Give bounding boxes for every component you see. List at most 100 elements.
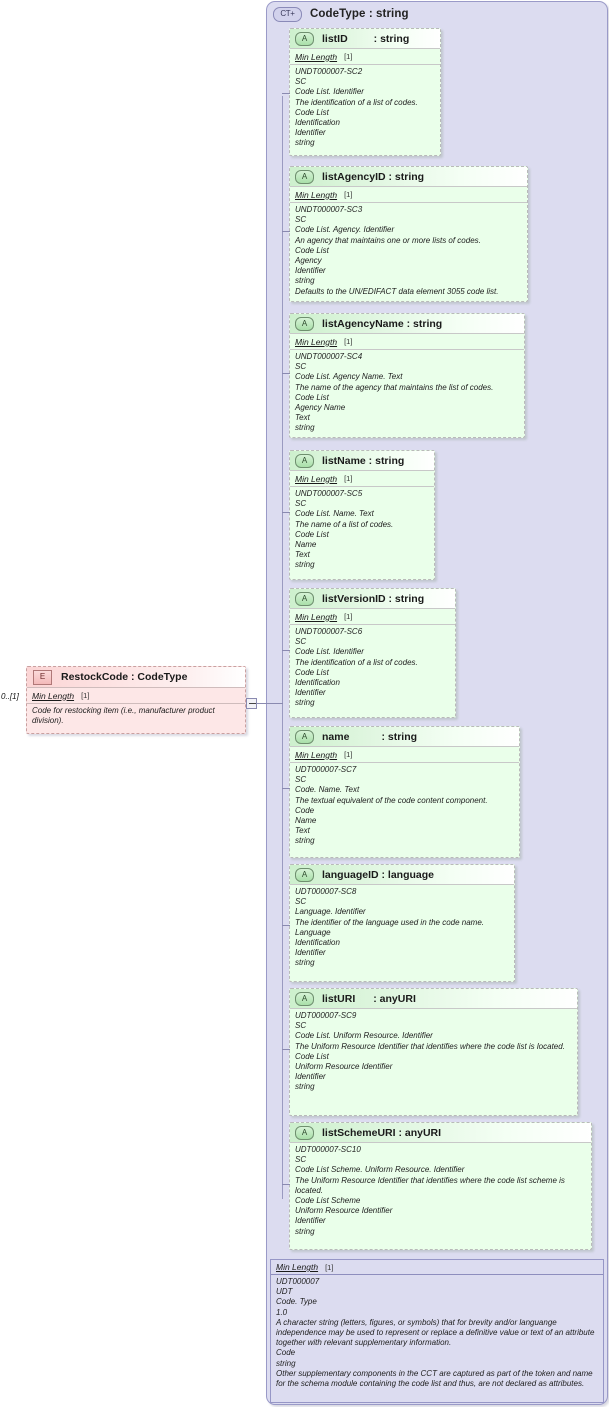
tree-branch-line	[282, 925, 290, 926]
doc-line: Identification	[295, 678, 340, 688]
doc-line: Language. Identifier	[295, 907, 366, 917]
doc-line: Code List. Name. Text	[295, 509, 374, 519]
doc-line: UDT000007-SC7	[295, 765, 357, 774]
doc-line: Code	[276, 1348, 296, 1358]
attribute-name: listID: string	[322, 33, 409, 45]
doc-line: Identifier	[295, 266, 326, 276]
facet-value: [1]	[344, 337, 353, 346]
facet-name: Min Length	[32, 690, 75, 701]
facet-value: [1]	[344, 612, 353, 621]
element-documentation: Code for restocking item (i.e., manufact…	[32, 706, 215, 726]
tree-branch-line	[282, 512, 290, 513]
element-header: E RestockCode : CodeType	[27, 667, 245, 688]
doc-line: string	[295, 276, 315, 286]
tree-branch-line	[282, 1184, 290, 1185]
doc-line: Code	[295, 805, 315, 815]
attribute-name-text: listURI	[322, 992, 356, 1005]
doc-line: The Uniform Resource Identifier that ide…	[295, 1041, 565, 1051]
attribute-facet: Min Length [1]	[290, 187, 527, 203]
facet-name: Min Length	[295, 749, 338, 760]
facet-value: [1]	[325, 1262, 334, 1272]
doc-line: Agency	[295, 256, 322, 266]
complextype-facet: Min Length [1]	[271, 1260, 603, 1275]
attribute-documentation: UDT000007-SC9 SC Code List. Uniform Reso…	[290, 1009, 577, 1096]
attribute-documentation: UDT000007-SC10 SC Code List Scheme. Unif…	[290, 1143, 591, 1240]
element-box-restockcode: E RestockCode : CodeType Min Length [1] …	[26, 666, 246, 734]
attribute-name: listName : string	[322, 454, 405, 467]
tree-branch-line	[282, 1049, 290, 1050]
attribute-icon: A	[295, 591, 314, 606]
doc-line: SC	[295, 1155, 307, 1165]
facet-name: Min Length	[295, 336, 338, 347]
doc-line: Code List Scheme	[295, 1196, 361, 1206]
attribute-header: A languageID : language	[290, 865, 514, 885]
attribute-facet: Min Length [1]	[290, 471, 434, 487]
attribute-header: A listVersionID : string	[290, 589, 455, 609]
doc-line: UNDT000007-SC5	[295, 489, 363, 498]
doc-line: The name of the agency that maintains th…	[295, 382, 494, 392]
attribute-facet: Min Length [1]	[290, 49, 440, 65]
doc-line: The identifier of the language used in t…	[295, 917, 485, 927]
attribute-type-text: : anyURI	[373, 992, 416, 1005]
doc-line: Name	[295, 540, 317, 550]
doc-line: string	[295, 423, 315, 433]
doc-line: A character string (letters, figures, or…	[276, 1317, 595, 1348]
doc-line: Name	[295, 816, 317, 826]
attribute-header: A listURI : anyURI	[290, 989, 577, 1009]
doc-line: Code List	[295, 667, 329, 677]
collapse-toggle-icon[interactable]	[246, 698, 257, 709]
doc-line: Code List	[295, 392, 329, 402]
attribute-header: A listID: string	[290, 29, 440, 49]
attribute-header: A name: string	[290, 727, 519, 747]
doc-line: Code List. Agency Name. Text	[295, 372, 403, 382]
doc-line: SC	[295, 499, 307, 509]
doc-line: SC	[295, 1021, 307, 1031]
doc-line: Code List. Identifier	[295, 87, 364, 97]
doc-line: Code List	[295, 245, 329, 255]
doc-line: SC	[295, 775, 307, 785]
doc-line: UDT000007-SC9	[295, 1011, 357, 1020]
attribute-type-text: : string	[381, 730, 418, 743]
attribute-name: listURI : anyURI	[322, 993, 416, 1005]
facet-value: [1]	[344, 474, 353, 483]
complextype-title: CodeType : string	[310, 8, 409, 20]
doc-line: The textual equivalent of the code conte…	[295, 795, 488, 805]
element-icon: E	[33, 669, 52, 685]
doc-line: Text	[295, 826, 310, 836]
doc-line: Identification	[295, 118, 340, 128]
tree-branch-line	[282, 788, 290, 789]
doc-line: Identifier	[295, 128, 326, 138]
facet-name: Min Length	[295, 189, 338, 200]
tree-branch-line	[282, 231, 290, 232]
attribute-facet: Min Length [1]	[290, 609, 455, 625]
complextype-expand-icon[interactable]: CT+	[273, 6, 302, 22]
attribute-box-listagencyname: A listAgencyName : string Min Length [1]…	[289, 313, 525, 438]
doc-line: SC	[295, 77, 307, 87]
attribute-icon: A	[295, 991, 314, 1006]
attribute-icon: A	[295, 169, 314, 184]
attribute-icon: A	[295, 867, 314, 882]
doc-line: Text	[295, 413, 310, 423]
doc-line: UNDT000007-SC3	[295, 205, 363, 214]
doc-line: Code. Type	[276, 1297, 317, 1307]
doc-line: Code List	[295, 529, 329, 539]
attribute-facet: Min Length [1]	[290, 334, 524, 350]
doc-line: Code List	[295, 1051, 329, 1061]
attribute-box-listversionid: A listVersionID : string Min Length [1] …	[289, 588, 456, 718]
doc-line: Uniform Resource Identifier	[295, 1062, 393, 1072]
facet-value: [1]	[344, 190, 353, 199]
doc-line: Identifier	[295, 1216, 326, 1226]
doc-line: string	[295, 836, 315, 846]
facet-value: [1]	[81, 691, 90, 700]
tree-branch-line	[282, 373, 290, 374]
doc-line: The identification of a list of codes.	[295, 97, 418, 107]
attribute-box-name: A name: string Min Length [1] UDT000007-…	[289, 726, 520, 858]
doc-line: Code List. Agency. Identifier	[295, 225, 395, 235]
tree-branch-line	[282, 93, 290, 94]
attribute-box-listid: A listID: string Min Length [1] UNDT0000…	[289, 28, 441, 156]
attribute-type-text: : string	[373, 32, 410, 45]
complextype-documentation: UDT000007 UDT Code. Type 1.0 A character…	[271, 1275, 603, 1392]
attribute-header: A listName : string	[290, 451, 434, 471]
doc-line: Identifier	[295, 1072, 326, 1082]
doc-line: Agency Name	[295, 403, 346, 413]
